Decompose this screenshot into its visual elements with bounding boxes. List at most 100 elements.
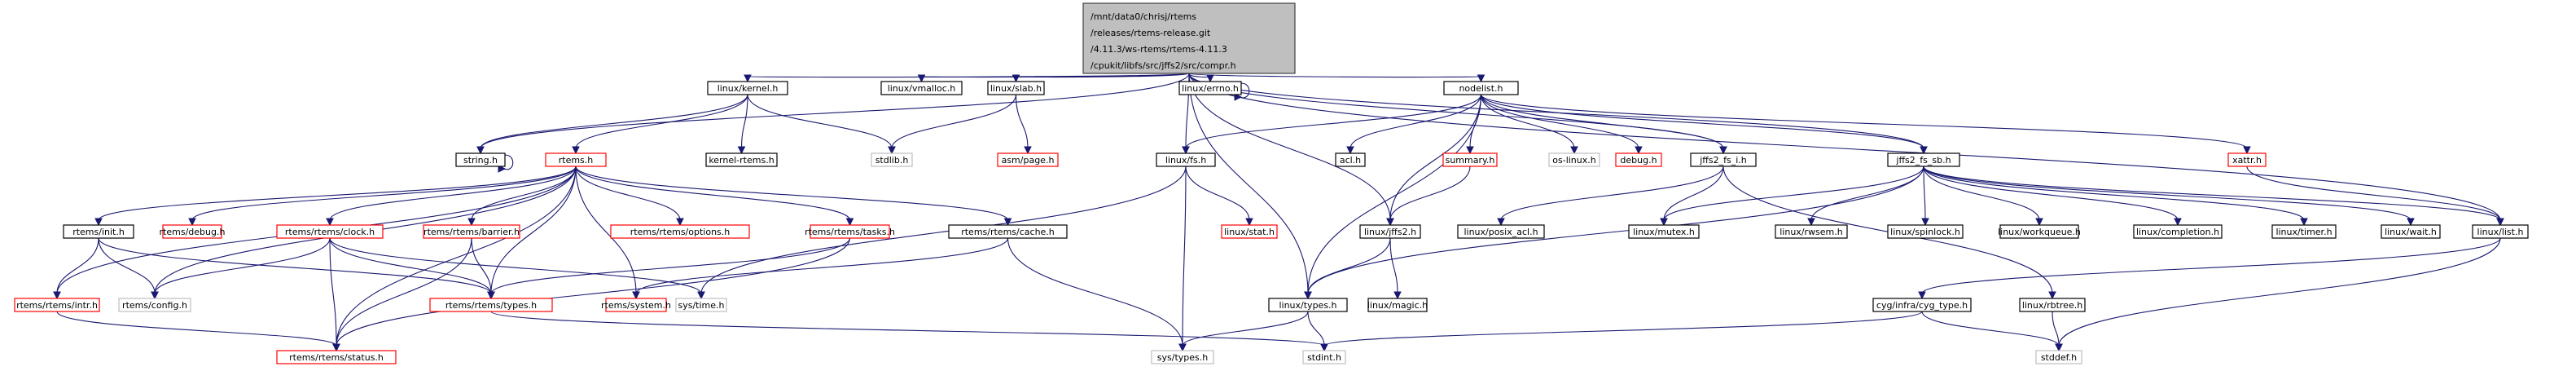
file-node-cygtype[interactable]: cyg/infra/cyg_type.h xyxy=(1872,298,1972,312)
edge-rtems-to-init xyxy=(94,166,577,227)
file-node-label: asm/page.h xyxy=(1002,155,1055,166)
file-node-fs[interactable]: linux/fs.h xyxy=(1156,152,1216,167)
arrowhead xyxy=(2174,218,2182,227)
edge-fssb-to-list xyxy=(1923,166,2504,227)
arrowhead xyxy=(1182,146,1190,155)
edge-cygtype-to-stddef xyxy=(1921,311,2063,352)
file-node-label: linux/timer.h xyxy=(2275,227,2332,237)
file-node-box xyxy=(276,224,384,239)
edge-fs-to-stat xyxy=(1185,166,1253,227)
file-node-rtems[interactable]: rtems.h xyxy=(545,152,607,167)
edge-nodelist-to-debug xyxy=(1480,94,1643,155)
edge-rtems-to-rdebug xyxy=(188,166,577,227)
edge-tasks-to-types xyxy=(487,237,851,300)
edge-nodelist-to-fssb xyxy=(1480,94,1928,155)
file-node-fsi[interactable]: jffs2_fs_i.h xyxy=(1690,152,1757,167)
file-node-label: linux/completion.h xyxy=(2136,227,2219,237)
file-node-system[interactable]: rtems/system.h xyxy=(601,298,671,312)
file-node-vmalloc[interactable]: linux/vmalloc.h xyxy=(880,81,963,95)
file-node-acl[interactable]: acl.h xyxy=(1335,152,1366,167)
file-node-barrier[interactable]: rtems/rtems/barrier.h xyxy=(423,224,520,239)
file-node-box xyxy=(610,224,750,239)
edge-jffs2-to-ltypes xyxy=(1304,237,1391,300)
file-node-summary[interactable]: summary.h xyxy=(1442,152,1498,167)
file-node-cache[interactable]: rtems/rtems/cache.h xyxy=(948,224,1068,239)
file-node-config[interactable]: rtems/config.h xyxy=(118,298,191,312)
arrowhead xyxy=(697,291,705,300)
file-node-oslinux[interactable]: os-linux.h xyxy=(1548,152,1600,167)
file-node-options[interactable]: rtems/rtems/options.h xyxy=(610,224,750,239)
file-node-rwsem[interactable]: linux/rwsem.h xyxy=(1775,224,1848,239)
file-node-box xyxy=(1615,152,1662,167)
edge-rtems-to-options xyxy=(575,166,684,227)
file-node-stddef[interactable]: stddef.h xyxy=(2035,350,2082,364)
file-node-rbtree[interactable]: linux/rbtree.h xyxy=(2019,298,2086,312)
file-node-box xyxy=(1548,152,1600,167)
file-node-stat[interactable]: linux/stat.h xyxy=(1221,224,1278,239)
file-node-rdebug[interactable]: rtems/debug.h xyxy=(160,224,226,239)
file-node-xattr[interactable]: xattr.h xyxy=(2227,152,2267,167)
edge-fsi-to-posixacl xyxy=(1497,166,1724,227)
file-node-completion[interactable]: linux/completion.h xyxy=(2133,224,2223,239)
arrowhead xyxy=(1497,218,1505,227)
file-node-debug[interactable]: debug.h xyxy=(1615,152,1662,167)
file-node-asmpage[interactable]: asm/page.h xyxy=(997,152,1059,167)
edge-rtems-to-clock xyxy=(326,166,577,227)
file-node-slab[interactable]: linux/slab.h xyxy=(987,81,1045,95)
file-node-box xyxy=(2271,224,2337,239)
file-node-label: linux/workqueue.h xyxy=(1998,227,2081,237)
file-node-box xyxy=(707,81,788,95)
file-node-systime[interactable]: sys/time.h xyxy=(675,298,727,312)
arrowhead xyxy=(1003,218,1012,227)
file-node-kernel[interactable]: linux/kernel.h xyxy=(707,81,788,95)
file-node-box xyxy=(1887,224,1964,239)
root-file-node[interactable]: /mnt/data0/chrisj/rtems /releases/rtems-… xyxy=(1082,2,1296,74)
arrowhead xyxy=(1245,218,1253,227)
file-node-label: cyg/infra/cyg_type.h xyxy=(1876,300,1968,311)
edge-list-to-cygtype xyxy=(1918,237,2501,300)
file-node-nodelist[interactable]: nodelist.h xyxy=(1443,81,1519,95)
file-node-fssb[interactable]: jffs2_fs_sb.h xyxy=(1887,152,1960,167)
file-node-stdint[interactable]: stdint.h xyxy=(1302,350,1346,364)
file-node-stdlib[interactable]: stdlib.h xyxy=(871,152,913,167)
file-node-status[interactable]: rtems/rtems/status.h xyxy=(276,350,397,364)
file-node-box xyxy=(705,152,778,167)
file-node-spinlock[interactable]: linux/spinlock.h xyxy=(1887,224,1964,239)
arrowhead xyxy=(1807,218,1815,227)
arrowhead xyxy=(1178,343,1187,352)
file-node-systypes[interactable]: sys/types.h xyxy=(1151,350,1214,364)
edge-cygtype-to-stdint xyxy=(1320,311,1923,352)
file-node-kernelrtems[interactable]: kernel-rtems.h xyxy=(705,152,778,167)
arrowhead xyxy=(1346,146,1354,155)
file-node-types[interactable]: rtems/rtems/types.h xyxy=(429,298,553,312)
file-node-init[interactable]: rtems/init.h xyxy=(63,224,134,239)
file-node-wait[interactable]: linux/wait.h xyxy=(2381,224,2441,239)
edge-fssb-to-rwsem xyxy=(1807,166,1924,227)
arrowhead xyxy=(2055,343,2063,352)
file-node-tasks[interactable]: rtems/rtems/tasks.h xyxy=(805,224,895,239)
file-node-list[interactable]: linux/list.h xyxy=(2472,224,2529,239)
file-node-intr[interactable]: rtems/rtems/intr.h xyxy=(14,298,100,312)
file-node-box xyxy=(2035,350,2082,364)
edge-nodelist-to-oslinux xyxy=(1480,94,1578,155)
file-node-ltypes[interactable]: linux/types.h xyxy=(1268,298,1348,312)
file-node-timer[interactable]: linux/timer.h xyxy=(2271,224,2337,239)
file-node-box xyxy=(63,224,134,239)
edge-intr-to-status xyxy=(56,311,340,352)
arrowhead xyxy=(1206,74,1214,83)
edge-tasks-to-status xyxy=(332,237,851,352)
arrowhead xyxy=(2407,218,2415,227)
file-node-string[interactable]: string.h xyxy=(455,152,506,167)
file-node-errno[interactable]: linux/errno.h xyxy=(1178,81,1242,95)
edge-root-to-nodelist xyxy=(1188,73,1485,83)
file-node-workqueue[interactable]: linux/workqueue.h xyxy=(1998,224,2081,239)
file-node-magic[interactable]: linux/magic.h xyxy=(1367,298,1428,312)
edge-types-to-stdint xyxy=(490,311,1328,352)
file-node-jffs2[interactable]: linux/jffs2.h xyxy=(1359,224,1421,239)
file-node-mutex[interactable]: linux/mutex.h xyxy=(1628,224,1700,239)
file-node-label: rtems/rtems/tasks.h xyxy=(805,227,895,237)
edge-fssb-to-completion xyxy=(1923,166,2182,227)
file-node-posixacl[interactable]: linux/posix_acl.h xyxy=(1457,224,1545,239)
file-node-box xyxy=(1268,298,1348,312)
file-node-clock[interactable]: rtems/rtems/clock.h xyxy=(276,224,384,239)
